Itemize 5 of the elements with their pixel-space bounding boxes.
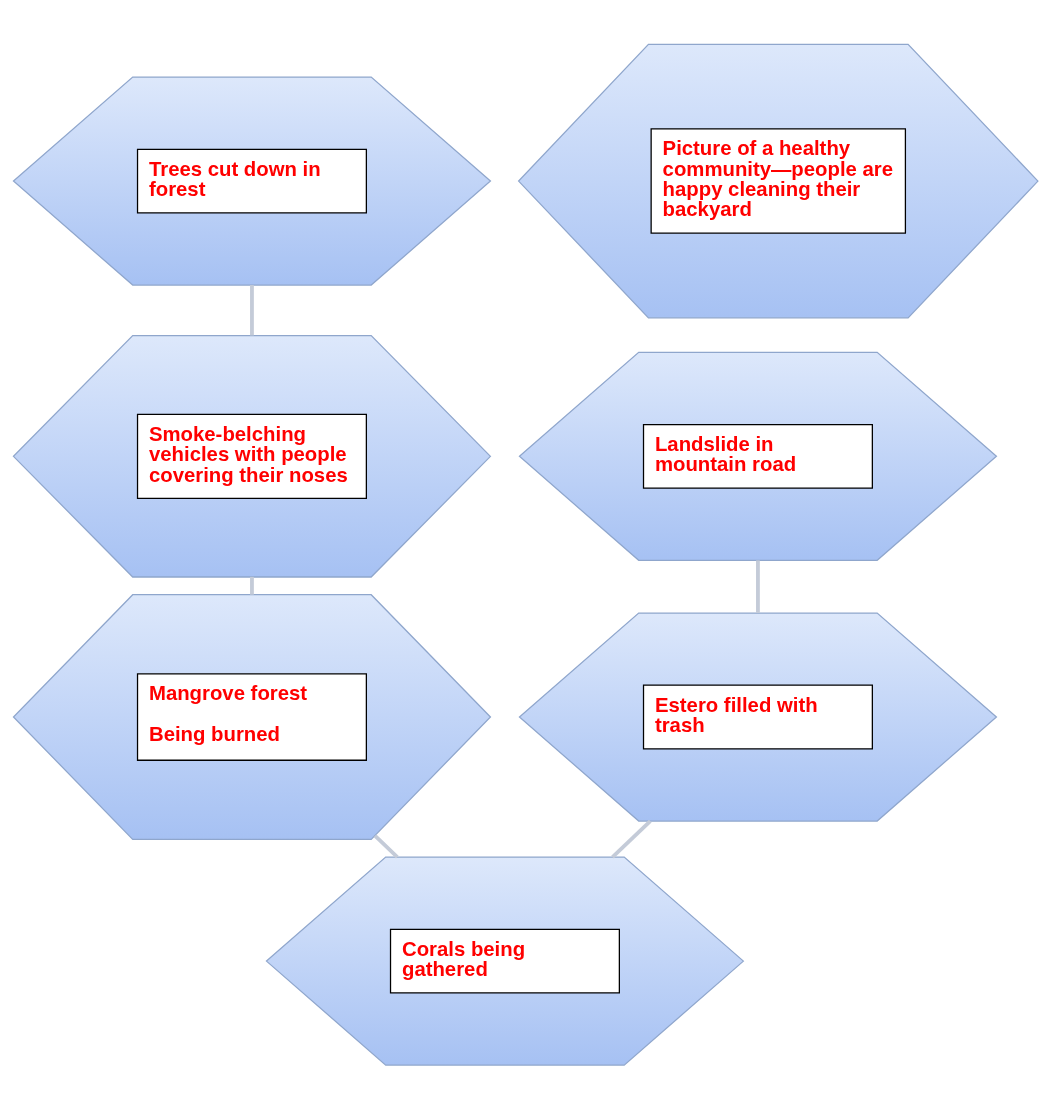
connector bbox=[611, 819, 652, 858]
connector bbox=[373, 834, 399, 858]
connector bbox=[250, 284, 254, 335]
connector bbox=[756, 559, 760, 613]
connector bbox=[250, 576, 254, 595]
